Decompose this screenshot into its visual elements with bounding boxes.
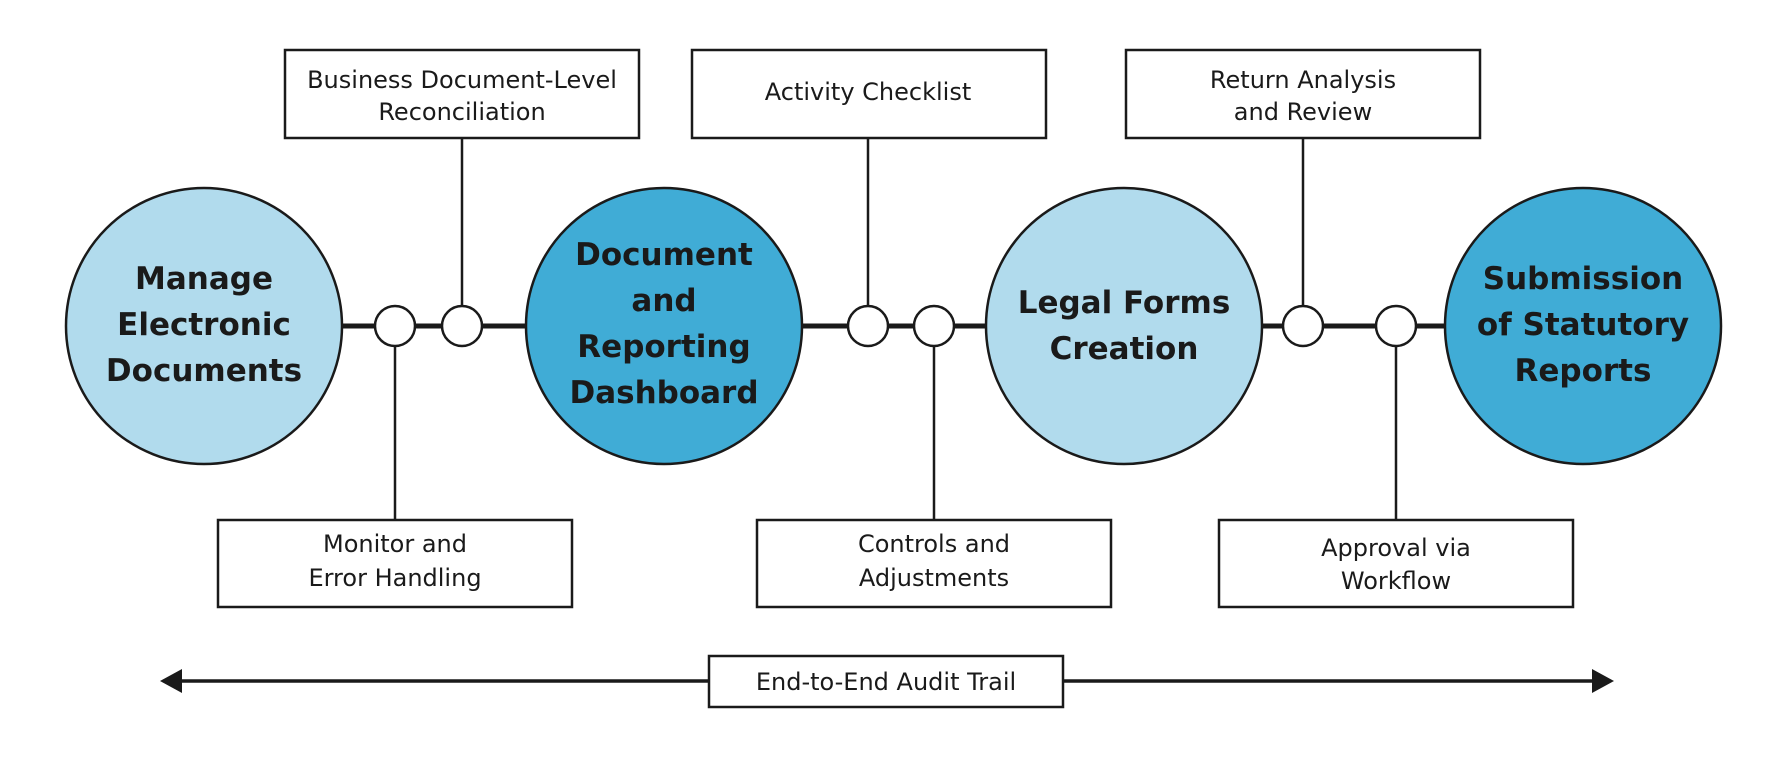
audit-trail-label: End-to-End Audit Trail xyxy=(756,668,1016,696)
audit-trail-box xyxy=(707,654,1065,709)
stage-circle-document-reporting-dashboard xyxy=(524,186,804,466)
activity-box-activity-checklist xyxy=(690,48,1048,140)
activity-label: Activity Checklist xyxy=(765,78,971,106)
stage-circle-legal-forms-creation xyxy=(984,186,1264,466)
activity-box-monitor-error-handling xyxy=(216,518,574,609)
audit-trail-arrowhead-left xyxy=(160,669,182,693)
activity-box-controls-adjustments xyxy=(755,518,1113,609)
activity-box-approval-workflow xyxy=(1217,518,1575,609)
junction-node xyxy=(440,304,484,348)
audit-trail-arrowhead-right xyxy=(1592,669,1614,693)
junction-node xyxy=(912,304,956,348)
junction-node xyxy=(373,304,417,348)
junction-node xyxy=(1281,304,1325,348)
stage-circle-submission-statutory-reports xyxy=(1443,186,1723,466)
activity-box-business-document-reconciliation xyxy=(283,48,641,140)
junction-node xyxy=(846,304,890,348)
activity-box-return-analysis-review xyxy=(1124,48,1482,140)
junction-node xyxy=(1374,304,1418,348)
stage-circle-manage-electronic-documents xyxy=(64,186,344,466)
